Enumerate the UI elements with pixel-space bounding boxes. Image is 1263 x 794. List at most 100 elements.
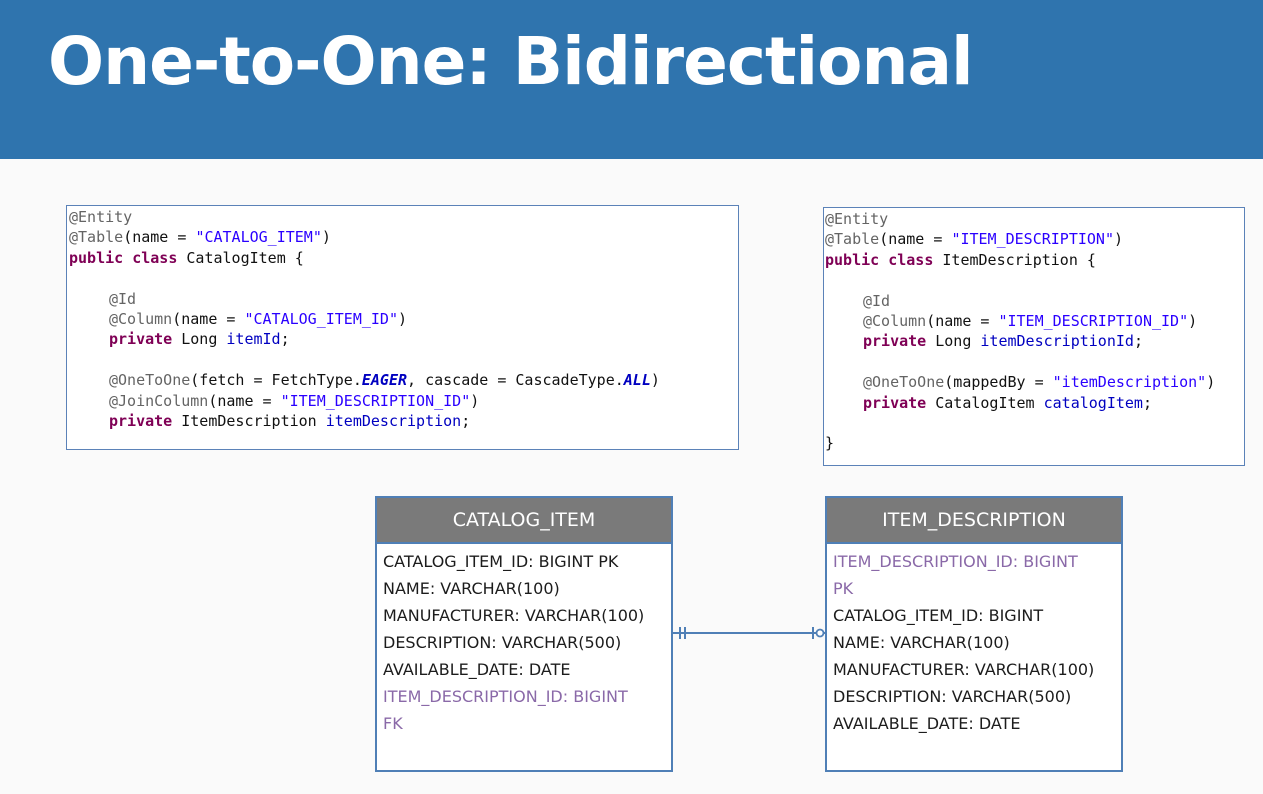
exactly-one-marker bbox=[679, 627, 686, 639]
entity-attribute: FK bbox=[383, 714, 403, 733]
code-token: @Column bbox=[109, 310, 173, 328]
code-token: ) bbox=[470, 391, 480, 410]
item-description-entity-name: ITEM_DESCRIPTION bbox=[827, 498, 1121, 544]
code-token: (name = bbox=[879, 230, 952, 249]
item-description-code-line: @Table(name = "ITEM_DESCRIPTION") bbox=[825, 229, 1123, 249]
code-token: ) bbox=[398, 310, 408, 328]
code-token: private bbox=[863, 332, 927, 351]
code-token: (name = bbox=[926, 312, 999, 330]
catalog-item-code-line: private Long itemId; bbox=[109, 329, 290, 349]
code-token: EAGER bbox=[361, 371, 408, 390]
code-token: @OneToOne bbox=[109, 371, 191, 390]
item-description-code-line: @OneToOne(mappedBy = "itemDescription") bbox=[863, 372, 1215, 392]
catalog-item-code-line: @JoinColumn(name = "ITEM_DESCRIPTION_ID"… bbox=[109, 391, 479, 411]
code-token: public bbox=[825, 250, 880, 269]
code-token: itemId bbox=[226, 330, 281, 349]
slide-title: One-to-One: Bidirectional bbox=[48, 23, 974, 100]
item-description-code-line: @Column(name = "ITEM_DESCRIPTION_ID") bbox=[863, 311, 1197, 331]
code-token: private bbox=[109, 330, 173, 349]
code-token: "CATALOG_ITEM" bbox=[195, 228, 322, 247]
item-description-code-line: public class ItemDescription { bbox=[825, 250, 1096, 270]
item-description-code-line: private Long itemDescriptionId; bbox=[863, 331, 1143, 351]
entity-attribute: PK bbox=[833, 579, 854, 598]
entity-attribute: NAME: VARCHAR(100) bbox=[833, 633, 1010, 652]
code-token: "ITEM_DESCRIPTION_ID" bbox=[280, 391, 471, 410]
code-token: ItemDescription bbox=[172, 412, 326, 430]
code-token: public bbox=[69, 248, 124, 267]
code-token: Long bbox=[172, 330, 227, 349]
code-token: @Id bbox=[863, 291, 891, 310]
item-description-code-line: @Id bbox=[863, 291, 890, 311]
code-token: (name = bbox=[208, 391, 281, 410]
code-token: ; bbox=[280, 330, 290, 349]
code-token: @Table bbox=[69, 228, 124, 247]
entity-attribute: DESCRIPTION: VARCHAR(500) bbox=[833, 687, 1072, 706]
code-token: (name = bbox=[172, 310, 245, 328]
code-token: ALL bbox=[623, 371, 651, 390]
code-token: itemDescription bbox=[325, 412, 462, 430]
catalog-item-code-line: @Entity bbox=[69, 207, 132, 227]
catalog-item-code-box: @Entity@Table(name = "CATALOG_ITEM")publ… bbox=[66, 205, 739, 450]
code-token: ItemDescription { bbox=[933, 250, 1096, 269]
entity-attribute: ITEM_DESCRIPTION_ID: BIGINT bbox=[833, 552, 1078, 571]
code-token: private bbox=[109, 412, 173, 430]
code-token: "ITEM_DESCRIPTION" bbox=[951, 230, 1114, 249]
code-token: @Entity bbox=[825, 210, 889, 228]
title-banner: One-to-One: Bidirectional bbox=[0, 0, 1263, 159]
code-token: private bbox=[863, 393, 927, 412]
code-token: ) bbox=[650, 371, 660, 390]
entity-attribute: CATALOG_ITEM_ID: BIGINT bbox=[833, 606, 1044, 625]
code-token: itemDescriptionId bbox=[980, 332, 1134, 351]
code-token: @Column bbox=[863, 312, 927, 330]
item-description-entity: ITEM_DESCRIPTION ITEM_DESCRIPTION_ID: BI… bbox=[825, 496, 1123, 772]
entity-attribute: ITEM_DESCRIPTION_ID: BIGINT bbox=[383, 687, 628, 706]
item-description-code-line: private CatalogItem catalogItem; bbox=[863, 393, 1152, 413]
code-token: @Id bbox=[109, 289, 137, 308]
entity-attribute: MANUFACTURER: VARCHAR(100) bbox=[833, 660, 1095, 679]
code-token: (mappedBy = bbox=[944, 373, 1053, 392]
code-token: Long bbox=[926, 332, 981, 351]
code-token: CatalogItem bbox=[926, 393, 1044, 412]
entity-attribute: DESCRIPTION: VARCHAR(500) bbox=[383, 633, 622, 652]
code-token: @OneToOne bbox=[863, 373, 945, 392]
code-token: ; bbox=[1142, 393, 1152, 412]
code-token: catalogItem bbox=[1043, 393, 1143, 412]
code-token: ) bbox=[321, 228, 331, 247]
code-token: ) bbox=[1188, 312, 1198, 330]
code-token: ; bbox=[461, 412, 471, 430]
code-token: "ITEM_DESCRIPTION_ID" bbox=[998, 312, 1189, 330]
code-token: ) bbox=[1114, 230, 1124, 249]
catalog-item-code-line: @Id bbox=[109, 289, 136, 309]
code-token: ; bbox=[1133, 332, 1143, 351]
entity-attribute: AVAILABLE_DATE: DATE bbox=[833, 714, 1021, 733]
entity-attribute: MANUFACTURER: VARCHAR(100) bbox=[383, 606, 645, 625]
code-token: ) bbox=[1206, 373, 1216, 392]
code-token: (fetch = FetchType. bbox=[190, 371, 362, 390]
catalog-item-code-line: private ItemDescription itemDescription; bbox=[109, 411, 470, 431]
entity-attribute: AVAILABLE_DATE: DATE bbox=[383, 660, 571, 679]
code-token: @JoinColumn bbox=[109, 391, 209, 410]
item-description-code-line: } bbox=[825, 433, 834, 453]
code-token: @Table bbox=[825, 230, 880, 249]
zero-or-one-marker bbox=[812, 627, 825, 639]
code-token: (name = bbox=[123, 228, 196, 247]
code-token: , cascade = CascadeType. bbox=[407, 371, 624, 390]
entity-attribute: NAME: VARCHAR(100) bbox=[383, 579, 560, 598]
code-token: "CATALOG_ITEM_ID" bbox=[244, 310, 398, 328]
catalog-item-code-line: @Table(name = "CATALOG_ITEM") bbox=[69, 227, 331, 247]
code-token: class bbox=[888, 250, 934, 269]
item-description-attributes: ITEM_DESCRIPTION_ID: BIGINT PK CATALOG_ITE… bbox=[827, 544, 1121, 737]
catalog-item-entity-name: CATALOG_ITEM bbox=[377, 498, 671, 544]
catalog-item-code-line: public class CatalogItem { bbox=[69, 248, 304, 268]
code-token: "itemDescription" bbox=[1052, 373, 1207, 392]
code-token: } bbox=[825, 434, 835, 453]
catalog-item-code-line: @Column(name = "CATALOG_ITEM_ID") bbox=[109, 309, 407, 329]
item-description-code-line: @Entity bbox=[825, 209, 888, 229]
code-token: CatalogItem { bbox=[177, 248, 304, 267]
catalog-item-code-line: @OneToOne(fetch = FetchType.EAGER, casca… bbox=[109, 370, 660, 390]
item-description-code-box: @Entity@Table(name = "ITEM_DESCRIPTION")… bbox=[823, 207, 1245, 466]
code-token: class bbox=[132, 248, 178, 267]
